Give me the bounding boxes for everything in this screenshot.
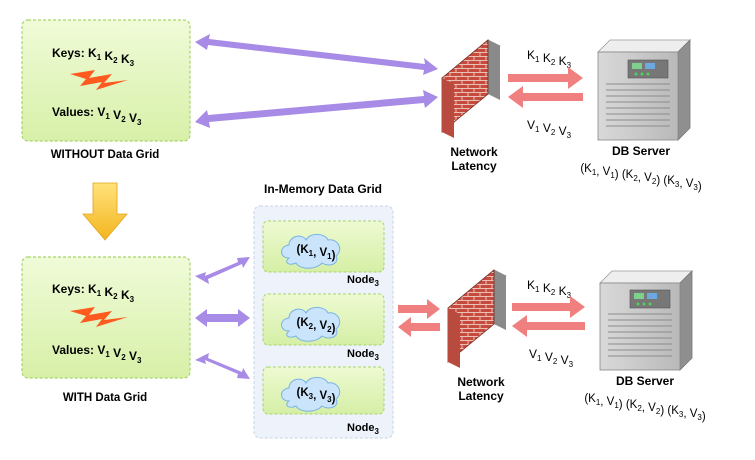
top-latency-line2: Latency (451, 159, 497, 173)
bottom-keys-line: Keys: K1 K2 K3 (52, 282, 135, 304)
bottom-latency-line2: Latency (458, 389, 504, 403)
server-icon (599, 270, 693, 371)
grid-node: (K3, V3) Node3 (262, 366, 385, 436)
firewall-icon (447, 269, 507, 368)
lightning-icon (70, 307, 128, 327)
bottom-latency-line1: Network (457, 375, 505, 389)
bottom-response-values: V1 V2 V3 (529, 347, 574, 369)
top-latency-line1: Network (450, 145, 498, 159)
lightning-icon (70, 70, 128, 90)
red-arrow-right (512, 296, 585, 318)
top-request-keys: K1 K2 K3 (527, 48, 572, 70)
bottom-section: Keys: K1 K2 K3 Values: V1 V2 V3 WITH Dat… (21, 182, 706, 439)
top-db-pairs: (K1, V1) (K2, V2) (K3, V3) (580, 163, 702, 193)
purple-double-arrows (195, 257, 250, 379)
server-icon (597, 39, 691, 141)
grid-node: (K2, V2) Node3 (262, 293, 385, 362)
grid-title: In-Memory Data Grid (264, 182, 382, 196)
purple-double-arrow (195, 34, 438, 75)
down-arrow-icon (82, 182, 128, 241)
top-keys-line: Keys: K1 K2 K3 (52, 46, 135, 68)
bottom-request-keys: K1 K2 K3 (527, 278, 572, 300)
top-db-title: DB Server (612, 144, 670, 158)
bottom-db-title: DB Server (616, 374, 674, 388)
bottom-db-pairs: (K1, V1) (K2, V2) (K3, V3) (584, 393, 706, 423)
purple-double-arrow (195, 90, 438, 128)
top-values-line: Values: V1 V2 V3 (52, 105, 142, 127)
node-label: Node3 (347, 274, 380, 288)
top-section: Keys: K1 K2 K3 Values: V1 V2 V3 WITHOUT … (21, 19, 702, 193)
node-entry: (K2, V2) (297, 317, 336, 335)
bottom-values-line: Values: V1 V2 V3 (52, 343, 142, 365)
red-arrow-left (508, 86, 583, 108)
firewall-icon (441, 39, 501, 138)
grid-node: (K1, V1) Node3 (262, 220, 385, 288)
top-response-values: V1 V2 V3 (527, 118, 572, 140)
bottom-caption: WITH Data Grid (63, 392, 147, 404)
cloud-icon (281, 233, 341, 269)
top-caption: WITHOUT Data Grid (51, 149, 160, 161)
cloud-icon (281, 306, 341, 342)
node-entry: (K3, V3) (297, 387, 336, 405)
node-label: Node3 (347, 348, 380, 362)
red-arrow-right (508, 67, 583, 89)
red-arrow-left (398, 317, 440, 337)
node-entry: (K1, V1) (297, 244, 336, 262)
red-arrow-right (398, 299, 440, 319)
node-label: Node3 (347, 422, 380, 436)
red-arrow-left (512, 315, 585, 337)
cloud-icon (281, 376, 341, 412)
